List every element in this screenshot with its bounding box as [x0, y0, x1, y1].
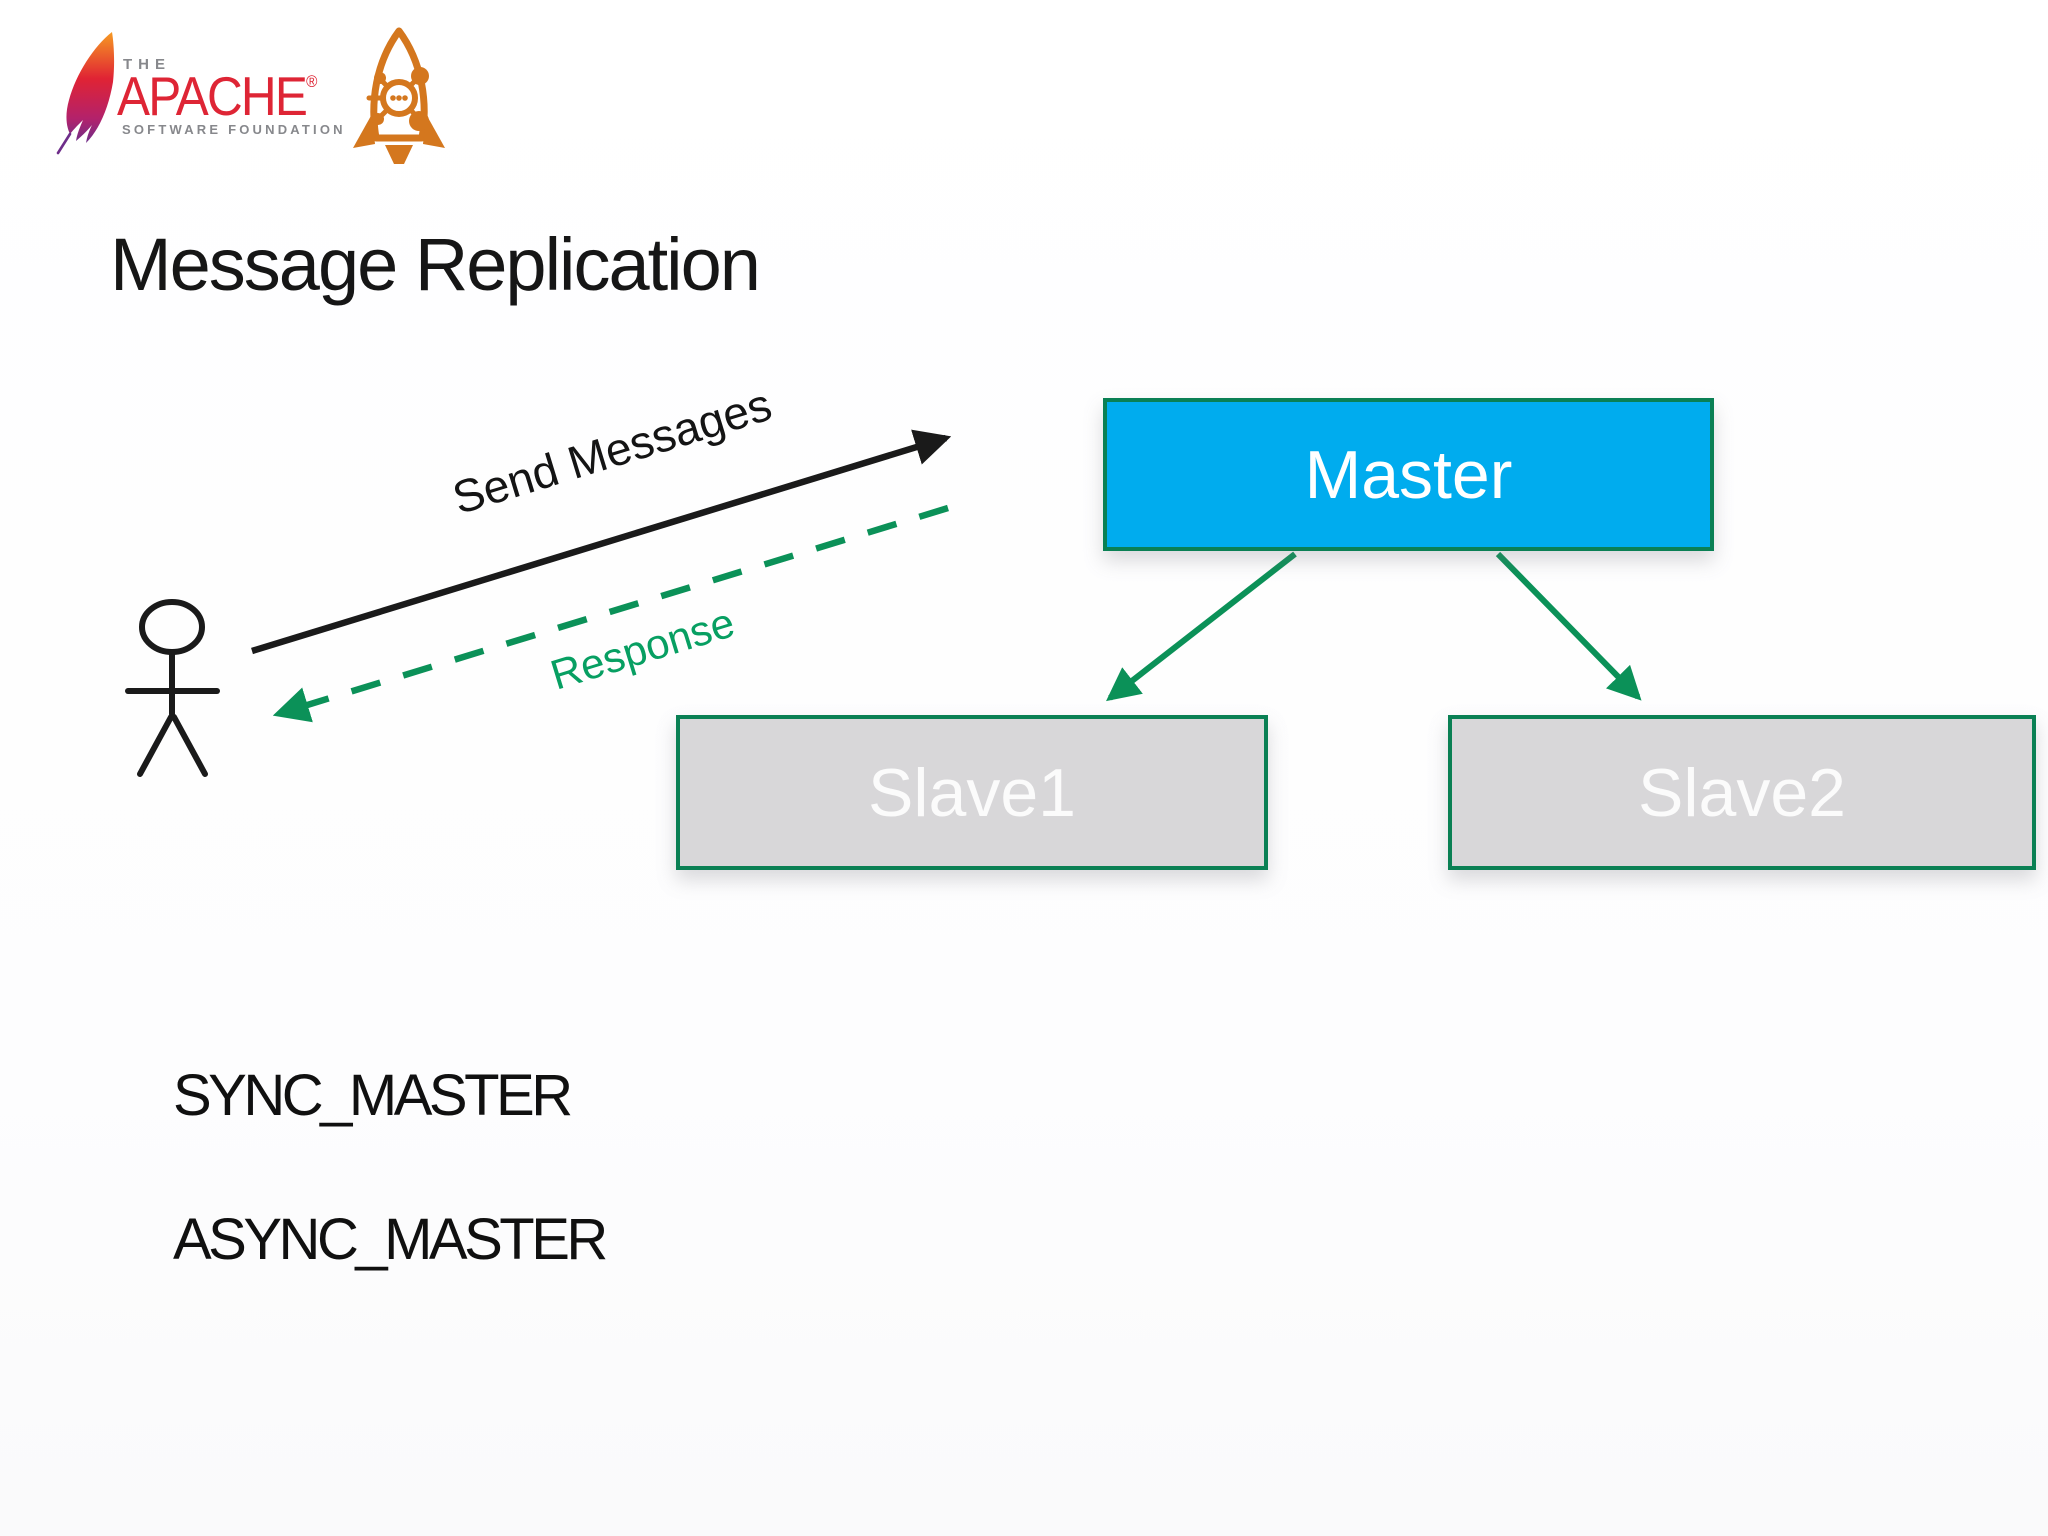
apache-wordmark: APACHE®: [117, 65, 318, 127]
rocketmq-rocket-icon: [353, 27, 445, 164]
slave1-node: Slave1: [676, 715, 1268, 870]
apache-feather-icon: [56, 32, 115, 155]
apache-the-label: THE: [123, 56, 171, 73]
response-arrow: [272, 504, 949, 723]
slave2-node-label: Slave2: [1638, 754, 1846, 831]
master-node-label: Master: [1304, 436, 1513, 513]
master-to-slave2-arrow: [1495, 551, 1642, 701]
slave2-node: Slave2: [1448, 715, 2036, 870]
stick-figure-user: [125, 599, 220, 777]
sync-master-note: SYNC_MASTER: [173, 1063, 573, 1128]
master-node: Master: [1103, 398, 1714, 551]
master-to-slave1-arrow: [1106, 551, 1297, 702]
apache-subtitle: SOFTWARE FOUNDATION: [122, 122, 346, 137]
registered-mark: ®: [306, 72, 318, 91]
send-messages-arrow: [251, 429, 952, 655]
slave1-node-label: Slave1: [868, 754, 1076, 831]
async-master-note: ASYNC_MASTER: [173, 1207, 608, 1272]
page-title: Message Replication: [110, 223, 761, 306]
